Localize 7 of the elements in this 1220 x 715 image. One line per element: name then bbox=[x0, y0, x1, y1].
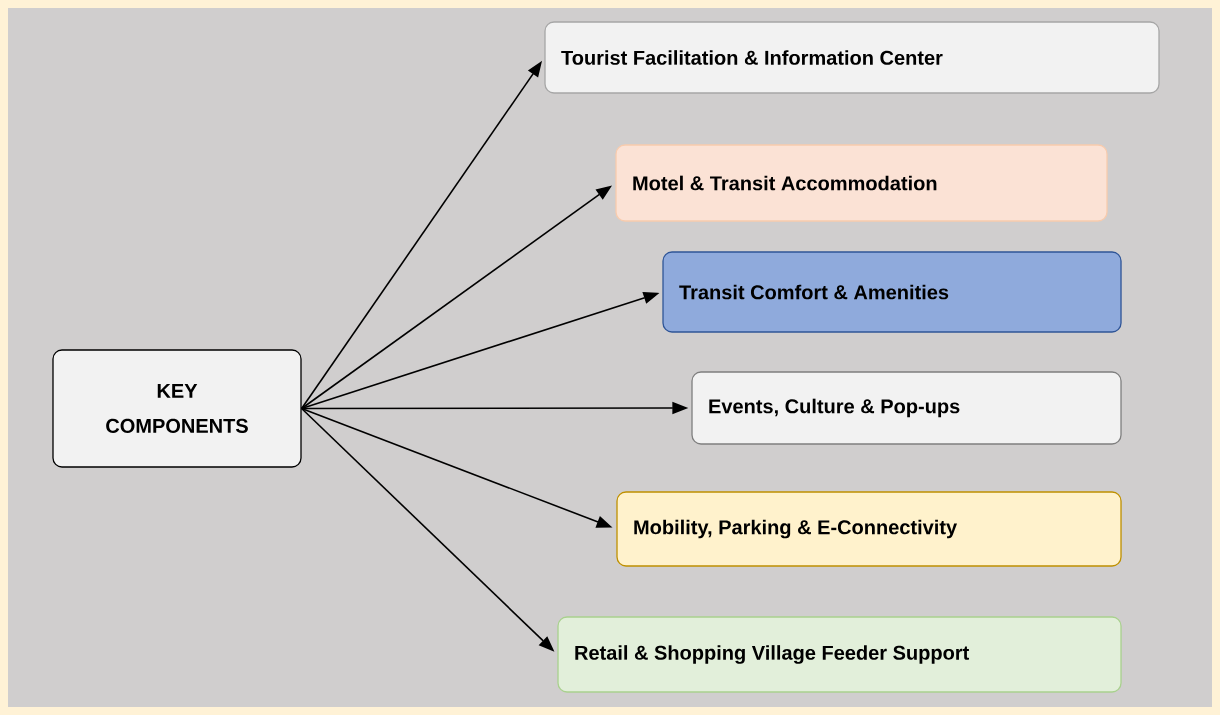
component-box: Events, Culture & Pop-ups bbox=[691, 371, 1122, 445]
component-box: Retail & Shopping Village Feeder Support bbox=[557, 616, 1122, 693]
hub-box: KEY COMPONENTS bbox=[52, 349, 302, 468]
component-box: Motel & Transit Accommodation bbox=[615, 144, 1108, 222]
component-box: Transit Comfort & Amenities bbox=[662, 251, 1122, 333]
component-box: Tourist Facilitation & Information Center bbox=[544, 21, 1160, 94]
component-box: Mobility, Parking & E-Connectivity bbox=[616, 491, 1122, 567]
